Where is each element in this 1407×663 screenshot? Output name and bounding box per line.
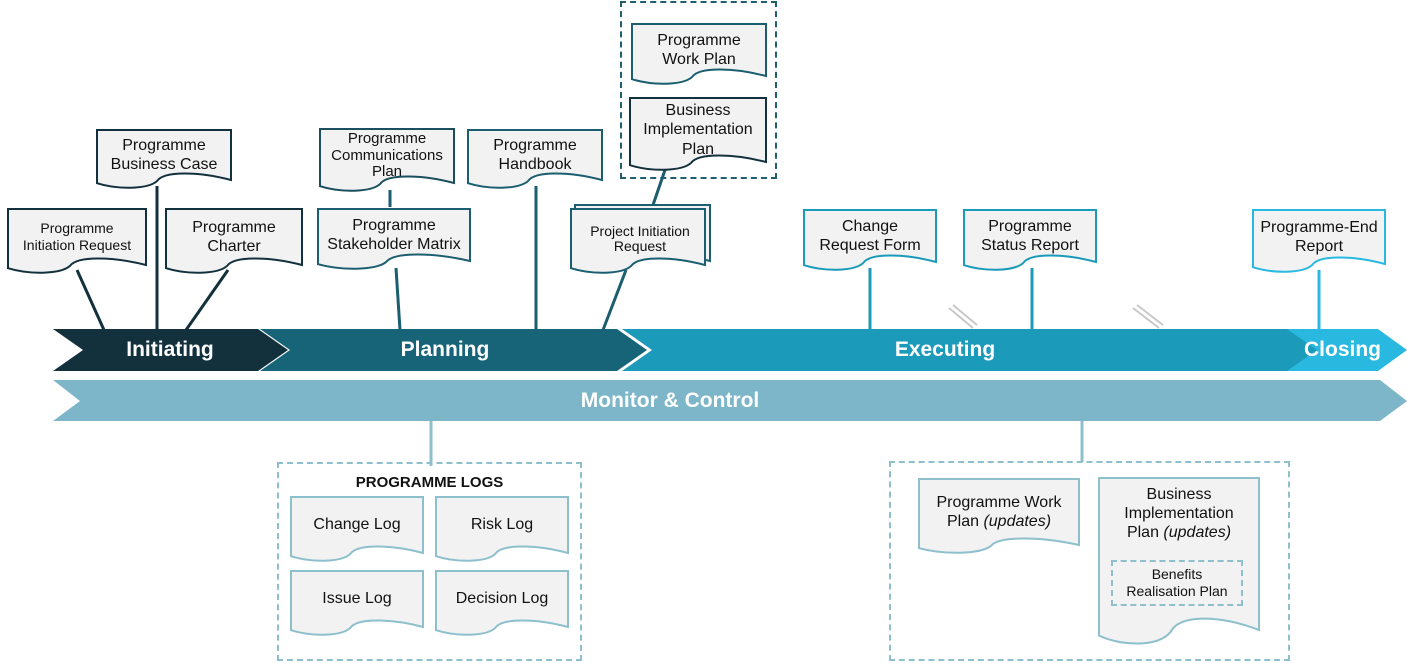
log-decision: Decision Log (435, 570, 569, 636)
bip-updates-text: Business Implementation Plan (updates) (1124, 486, 1234, 542)
document-sheet (467, 129, 603, 189)
document-front-sheet (570, 208, 706, 274)
log-issue: Issue Log (290, 570, 424, 636)
document-shape (96, 129, 232, 189)
phase-monitor-label: Monitor & Control (580, 388, 760, 412)
updates-group (889, 461, 1290, 661)
doc-communications-plan: Programme Communications Plan (319, 128, 455, 192)
document-shape (803, 209, 937, 271)
document-shape (317, 208, 471, 270)
document-sheet (96, 129, 232, 189)
initiating-arrow (53, 329, 288, 371)
doc-status-report: Programme Status Report (963, 209, 1097, 271)
planning-docs-group (620, 1, 777, 179)
doc-work-plan: Programme Work Plan (631, 23, 767, 85)
phase-executing-label: Executing (894, 338, 996, 361)
document-shape (963, 209, 1097, 271)
doc-project-initiation-request: Project Initiation Request (570, 204, 711, 276)
document-sheet (435, 496, 569, 562)
doc-business-implementation-plan: Business Implementation Plan (629, 97, 767, 171)
document-shape (319, 128, 455, 192)
document-shape (7, 208, 147, 274)
document-shape (435, 496, 569, 562)
document-sheet (435, 570, 569, 636)
document-sheet (7, 208, 147, 274)
document-sheet (631, 23, 767, 85)
document-shape (1252, 209, 1386, 273)
benefits-realisation-plan: Benefits Realisation Plan (1111, 560, 1243, 606)
log-risk: Risk Log (435, 496, 569, 562)
doc-initiation-request: Programme Initiation Request (7, 208, 147, 274)
doc-programme-end-report: Programme-End Report (1252, 209, 1386, 273)
logs-title: PROGRAMME LOGS (355, 474, 504, 491)
document-shape (290, 496, 424, 562)
document-shape (918, 478, 1080, 554)
phase-planning-label: Planning (400, 338, 490, 361)
doc-business-case: Programme Business Case (96, 129, 232, 189)
work-plan-updates-text: Programme Work Plan (updates) (936, 493, 1062, 530)
phase-closing-label: Closing (1304, 338, 1381, 361)
doc-stakeholder-matrix: Programme Stakeholder Matrix (317, 208, 471, 270)
document-sheet (290, 570, 424, 636)
doc-change-request-form: Change Request Form (803, 209, 937, 271)
doc-charter: Programme Charter (165, 208, 303, 274)
executing-arrow (622, 329, 1317, 371)
document-shape (290, 570, 424, 636)
doc-work-plan-updates: Programme Work Plan (updates) (918, 478, 1080, 554)
phase-initiating-label: Initiating (126, 338, 214, 361)
planning-arrow (260, 329, 647, 371)
document-sheet (803, 209, 937, 271)
log-change: Change Log (290, 496, 424, 562)
document-sheet (165, 208, 303, 274)
document-shape (629, 97, 767, 171)
doc-handbook: Programme Handbook (467, 129, 603, 189)
document-sheet (319, 128, 455, 192)
benefits-realisation-text: Benefits Realisation Plan (1126, 565, 1228, 600)
document-sheet (290, 496, 424, 562)
document-sheet (1252, 209, 1386, 273)
document-sheet (317, 208, 471, 270)
document-shape (570, 204, 711, 274)
document-sheet (963, 209, 1097, 271)
document-shape (435, 570, 569, 636)
document-shape (467, 129, 603, 189)
document-sheet (629, 97, 767, 171)
monitor-arrow (53, 380, 1407, 421)
document-shape (631, 23, 767, 85)
document-shape (165, 208, 303, 274)
document-sheet (918, 478, 1080, 554)
